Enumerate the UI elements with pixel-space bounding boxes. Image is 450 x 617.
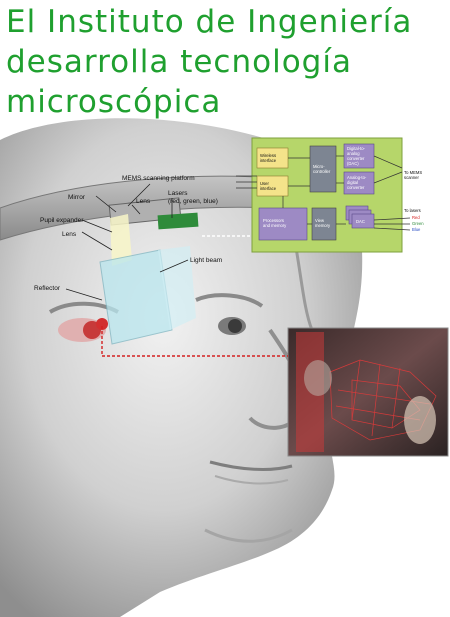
label-lasers-sub: (red, green, blue) — [168, 198, 218, 205]
connector-line — [101, 326, 288, 357]
user-label-2: interface — [260, 186, 277, 191]
user-label: User — [260, 181, 269, 186]
label-reflector: Reflector — [34, 285, 61, 292]
processors-label: Processors — [263, 218, 284, 223]
label-lens-top: Lens — [136, 198, 151, 205]
dac-block — [351, 213, 375, 229]
dac-label: DAC — [356, 219, 365, 224]
micro-label: Micro- — [313, 164, 325, 169]
to-mems-label: To MEMS — [404, 170, 422, 175]
callout-labels: MEMS scanning platform Mirror Lens Laser… — [34, 175, 222, 292]
micro-label-2: controller — [313, 169, 331, 174]
label-pupil-expander: Pupil expander — [40, 217, 84, 224]
label-mirror: Mirror — [68, 194, 86, 201]
label-mems-platform: MEMS scanning platform — [122, 175, 195, 182]
label-lens: Lens — [62, 231, 77, 238]
d2a-label-2: analog — [347, 151, 360, 156]
display-photo — [287, 327, 449, 457]
label-lasers: Lasers — [168, 190, 188, 197]
a2d-label-1: Analog-to- — [347, 175, 367, 180]
wireless-label: Wireless — [260, 153, 276, 158]
view-label-2: memory — [315, 223, 331, 228]
d2a-label-3: converter — [347, 156, 365, 161]
headline: El Instituto de Ingeniería desarrolla te… — [6, 2, 446, 122]
red-label: Red — [412, 215, 420, 220]
headline-line-3: microscópica — [6, 84, 222, 120]
optics-module — [96, 197, 199, 345]
label-light-beam: Light beam — [190, 257, 222, 264]
blue-label: Blue — [412, 227, 421, 232]
a2d-label-3: converter — [347, 185, 365, 190]
a2d-label-2: digital — [347, 180, 358, 185]
callout-lines — [65, 183, 250, 301]
green-label: Green — [412, 221, 424, 226]
headline-line-2: desarrolla tecnología — [6, 44, 352, 80]
to-mems-label-2: scanner — [404, 175, 420, 180]
d2a-label-4: (DAC) — [347, 161, 359, 166]
d2a-label-1: Digital-to- — [347, 146, 366, 151]
microcontroller-block — [309, 145, 337, 193]
headline-line-1: El Instituto de Ingeniería — [6, 4, 413, 40]
wireless-label-2: interface — [260, 158, 277, 163]
to-lasers-label: To lasers — [404, 208, 421, 213]
processors-label-2: and memory — [263, 223, 287, 228]
block-diagram: Wireless interface User interface Micro-… — [236, 137, 424, 253]
view-label: View — [315, 218, 325, 223]
